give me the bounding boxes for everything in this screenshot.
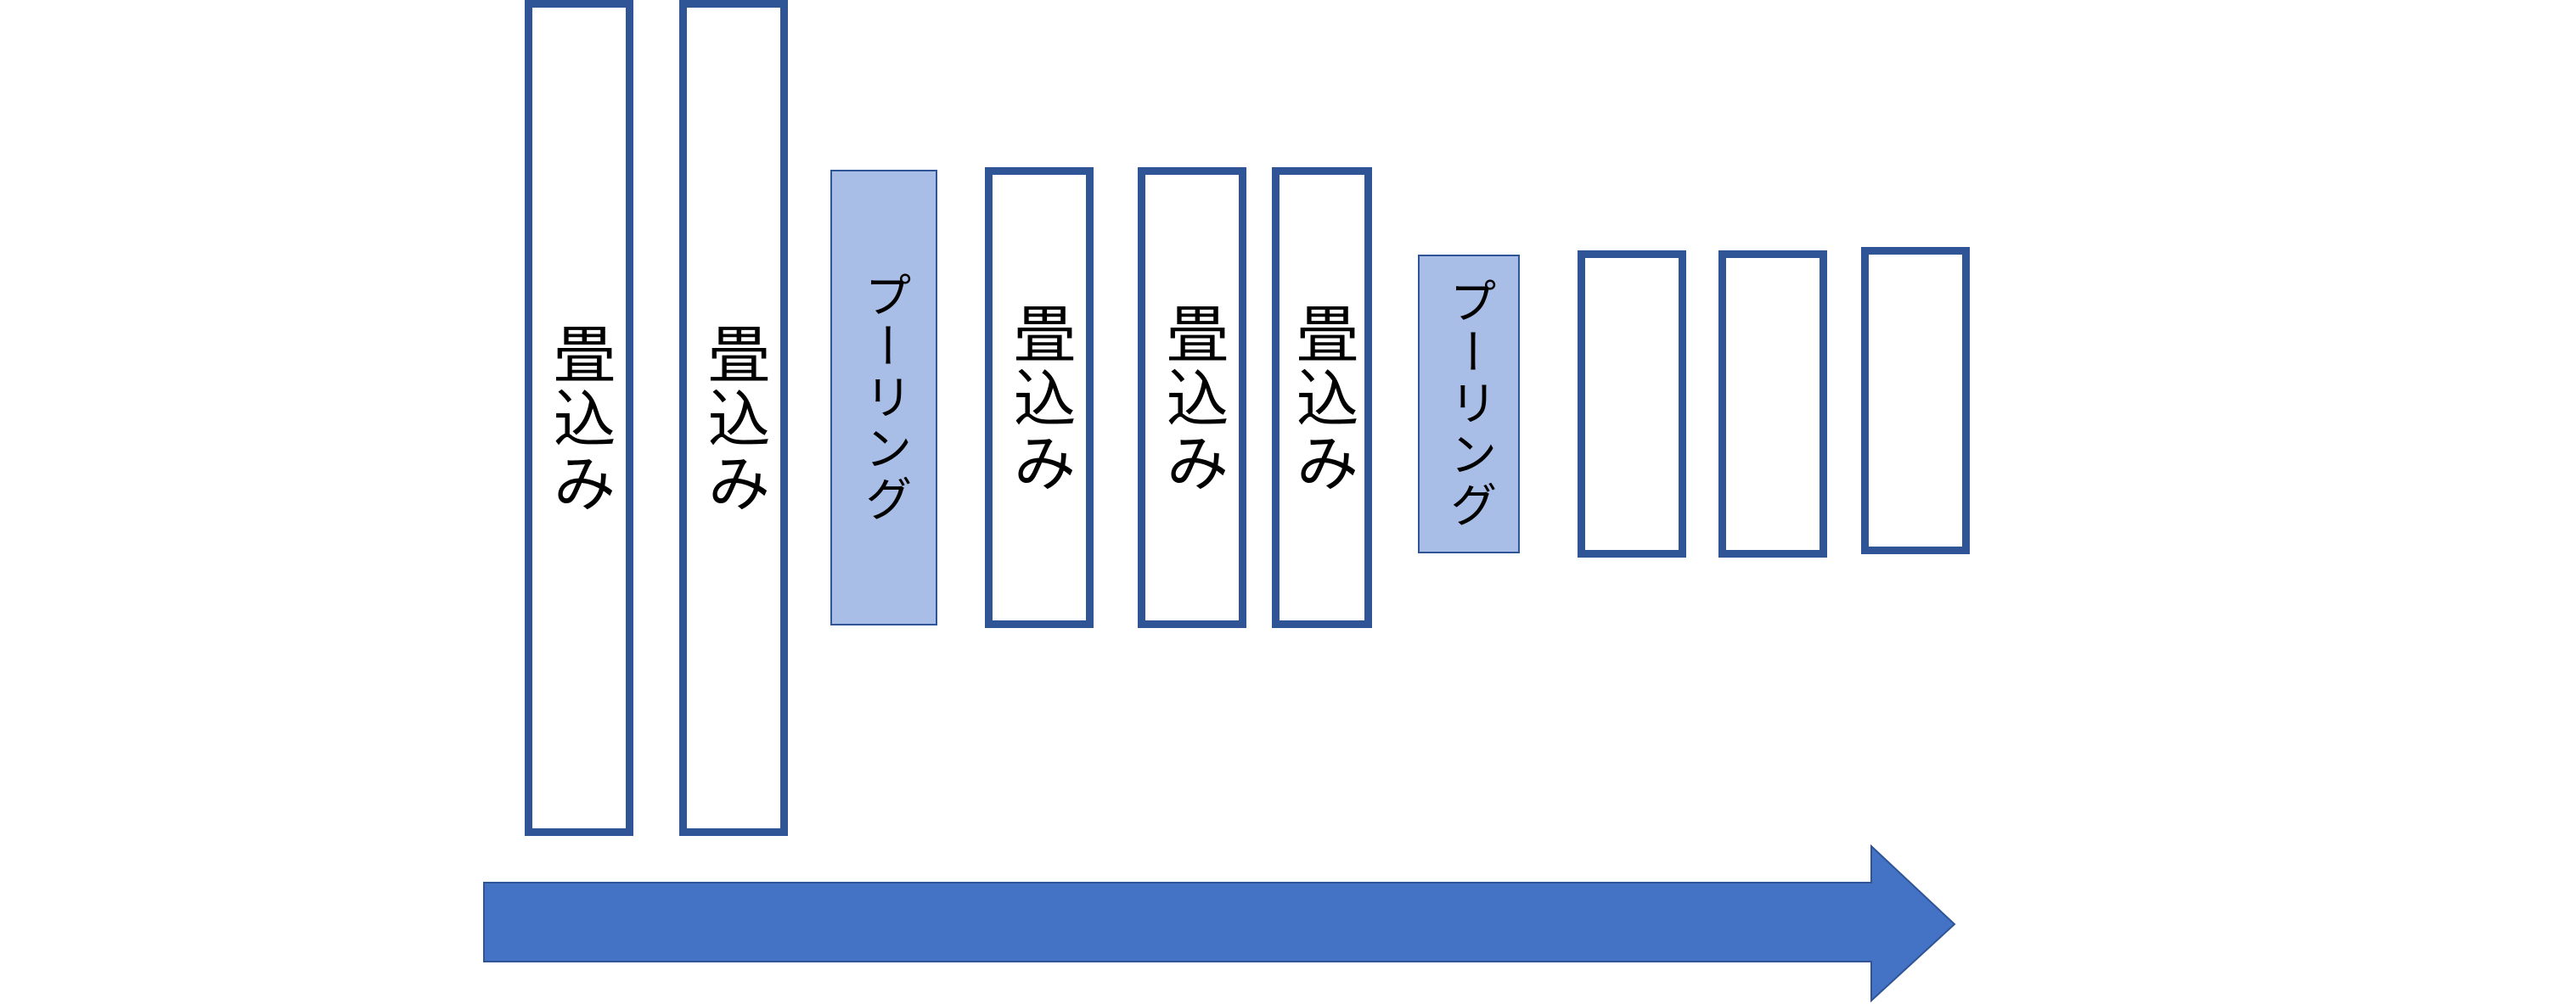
conv-layer-3: 畳込み	[985, 167, 1094, 628]
conv-layer-1: 畳込み	[525, 0, 633, 836]
flow-arrow-shape	[483, 844, 1956, 1002]
conv-layer-label: 畳込み	[1156, 300, 1229, 495]
conv-layer-5: 畳込み	[1272, 167, 1372, 628]
pooling-layer-label: プーリング	[857, 270, 912, 525]
output-layer-2	[1718, 250, 1827, 558]
conv-layer-4: 畳込み	[1138, 167, 1246, 628]
output-layer-1	[1578, 250, 1686, 558]
conv-layer-label: 畳込み	[543, 321, 616, 515]
conv-layer-label: 畳込み	[697, 321, 770, 515]
conv-layer-label: 畳込み	[1285, 300, 1358, 495]
conv-layer-2: 畳込み	[679, 0, 788, 836]
output-layer-3	[1861, 247, 1970, 554]
pooling-layer-1: プーリング	[830, 170, 937, 625]
pooling-layer-label: プーリング	[1442, 277, 1497, 531]
flow-arrow	[483, 844, 1956, 1002]
conv-layer-label: 畳込み	[1003, 300, 1076, 495]
pooling-layer-2: プーリング	[1418, 255, 1520, 553]
